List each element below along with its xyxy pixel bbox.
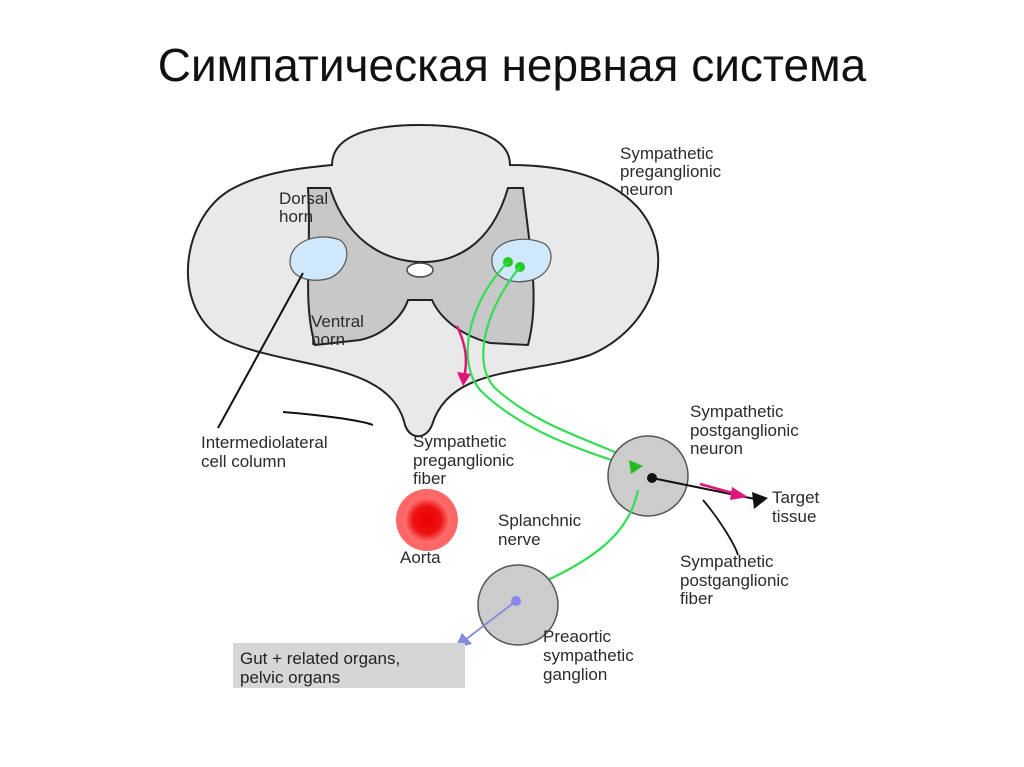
label-postganglionic-neuron: Sympathetic postganglionic neuron xyxy=(690,402,803,458)
label-preganglionic-fiber: Sympathetic preganglionic fiber xyxy=(413,432,519,488)
magenta-arrowhead-target xyxy=(730,487,748,500)
left-lateral-horn xyxy=(289,236,348,281)
label-preganglionic-neuron: Sympathetic preganglionic neuron xyxy=(620,144,726,199)
preganglionic-fiber-path xyxy=(466,261,634,469)
label-dorsal-horn: Dorsal horn xyxy=(279,189,333,226)
label-gut-organs: Gut + related organs, pelvic organs xyxy=(240,649,405,687)
central-canal xyxy=(406,262,434,278)
label-aorta: Aorta xyxy=(400,548,441,567)
slide-title: Симпатическая нервная система xyxy=(157,39,867,91)
magenta-arrowhead-cord xyxy=(457,372,471,386)
gut-box xyxy=(233,643,465,688)
fiber-arrowhead-ganglion xyxy=(629,460,643,474)
postganglionic-fiber-leader xyxy=(702,499,739,556)
label-intermediolateral: Intermediolateral cell column xyxy=(201,433,332,471)
right-lateral-horn xyxy=(491,238,552,283)
label-postganglionic-fiber: Sympathetic postganglionic fiber xyxy=(680,552,793,608)
dorsal-horn-leader xyxy=(217,272,304,429)
enteric-fiber-line xyxy=(464,600,517,641)
target-arrowhead xyxy=(752,492,768,509)
label-ventral-horn: Ventral horn xyxy=(311,312,369,349)
magenta-arrow-target xyxy=(699,482,737,496)
label-target-tissue: Target tissue xyxy=(772,488,824,526)
label-splanchnic-nerve: Splanchnic nerve xyxy=(498,511,586,549)
preganglionic-fiber-path-2 xyxy=(482,266,639,464)
aorta-inner xyxy=(404,497,450,543)
intermediolateral-leader xyxy=(282,411,374,426)
label-preaortic-ganglion: Preaortic sympathetic ganglion xyxy=(543,627,638,684)
